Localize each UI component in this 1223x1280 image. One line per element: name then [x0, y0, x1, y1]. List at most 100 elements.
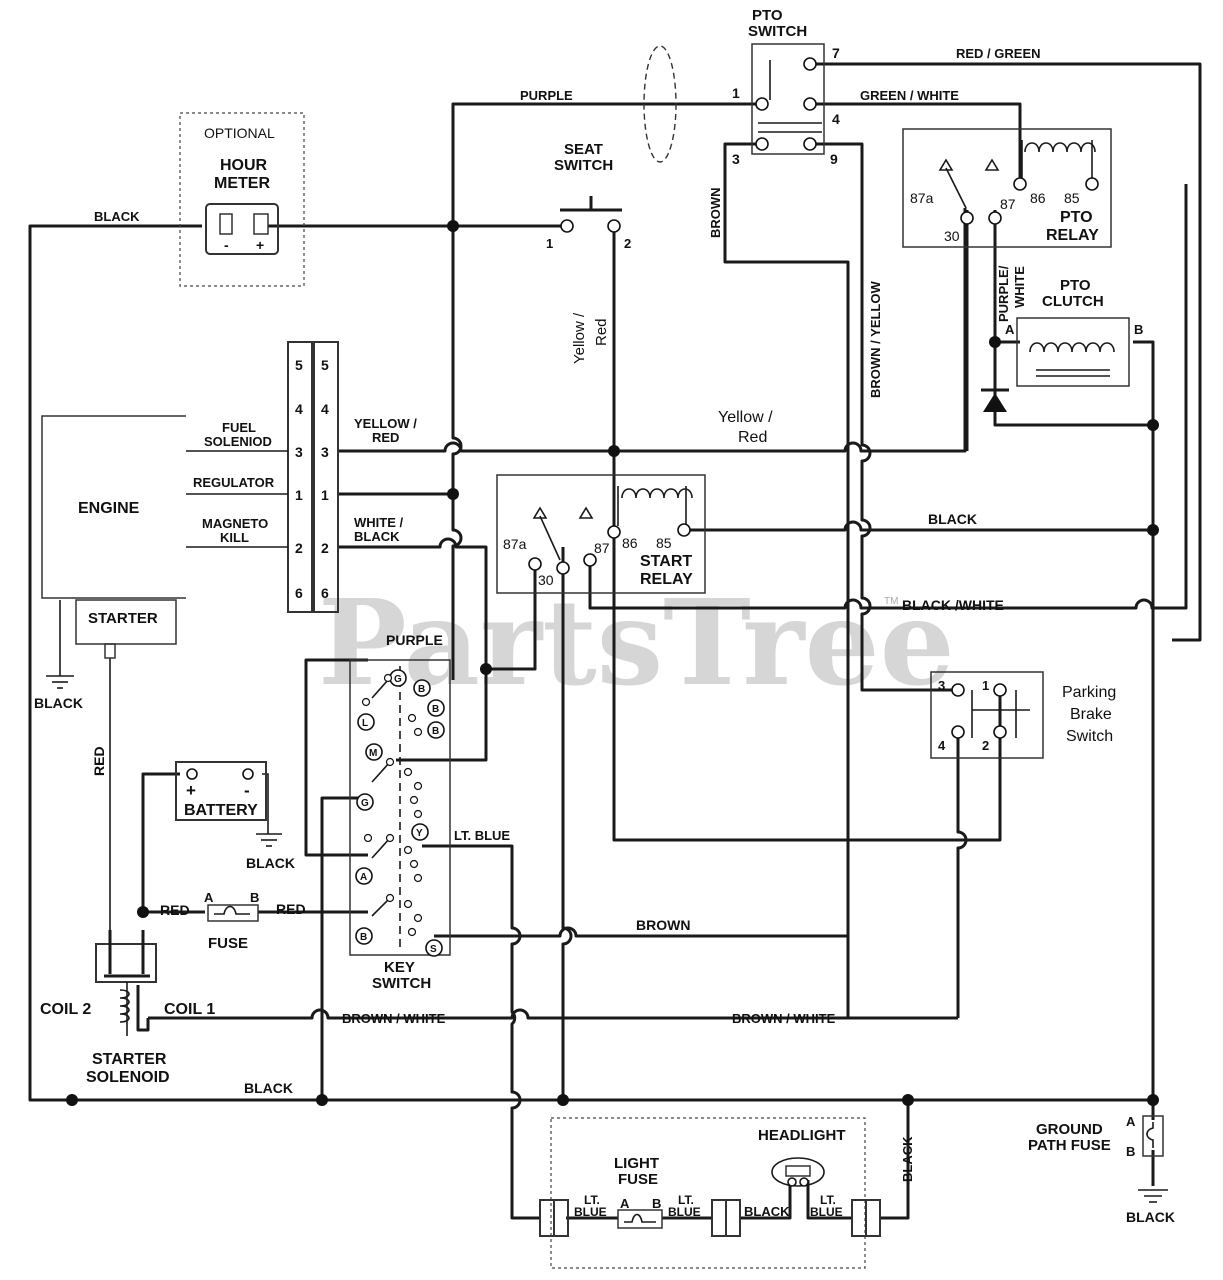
svg-text:B: B	[1134, 322, 1143, 337]
svg-text:A: A	[360, 872, 367, 883]
svg-text:FUEL: FUEL	[222, 420, 256, 435]
svg-text:4: 4	[295, 401, 303, 417]
svg-text:2: 2	[982, 738, 989, 753]
ground-path-fuse: A B GROUND PATH FUSE	[1028, 1114, 1168, 1203]
svg-text:1: 1	[982, 678, 989, 693]
svg-text:FUSE: FUSE	[618, 1171, 658, 1188]
svg-text:BLUE: BLUE	[810, 1205, 843, 1219]
svg-text:SWITCH: SWITCH	[554, 157, 613, 174]
svg-text:Y: Y	[416, 828, 423, 839]
svg-text:START: START	[640, 553, 692, 570]
svg-text:BLACK: BLACK	[900, 1136, 915, 1182]
svg-text:A: A	[204, 890, 214, 905]
svg-text:BROWN / WHITE: BROWN / WHITE	[342, 1011, 446, 1026]
svg-text:-: -	[244, 781, 250, 800]
svg-text:WHITE /: WHITE /	[354, 515, 403, 530]
svg-text:RELAY: RELAY	[1046, 227, 1099, 244]
svg-text:BLUE: BLUE	[668, 1205, 701, 1219]
svg-text:RED: RED	[160, 902, 190, 918]
svg-text:4: 4	[832, 111, 840, 127]
svg-text:3: 3	[321, 444, 329, 460]
svg-text:A: A	[1126, 1114, 1136, 1129]
svg-text:A: A	[620, 1196, 630, 1211]
svg-text:RED: RED	[91, 746, 107, 776]
svg-text:87: 87	[594, 540, 610, 556]
engine: ENGINE STARTER FUEL SOLENIOD REGULATOR M…	[41, 415, 275, 689]
svg-text:CLUTCH: CLUTCH	[1042, 293, 1104, 310]
svg-text:S: S	[430, 944, 437, 955]
svg-text:KEY: KEY	[384, 959, 415, 976]
battery: + - BATTERY	[175, 761, 282, 847]
svg-text:SEAT: SEAT	[564, 141, 603, 158]
svg-text:BLACK: BLACK	[1126, 1209, 1175, 1225]
svg-text:Yellow /: Yellow /	[718, 409, 773, 426]
svg-text:SOLENOID: SOLENOID	[86, 1069, 170, 1086]
svg-text:COIL 1: COIL 1	[164, 1001, 215, 1018]
svg-text:WHITE: WHITE	[1012, 266, 1027, 308]
parking-brake-switch: 3 1 4 2 Parking Brake Switch	[930, 671, 1116, 759]
svg-text:3: 3	[295, 444, 303, 460]
svg-text:GREEN / WHITE: GREEN / WHITE	[860, 88, 959, 103]
svg-text:BLACK /WHITE: BLACK /WHITE	[902, 597, 1004, 613]
svg-text:FUSE: FUSE	[208, 935, 248, 952]
svg-text:METER: METER	[214, 175, 270, 192]
hour-meter: OPTIONAL HOUR METER - +	[179, 112, 305, 287]
pto-switch: PTO SWITCH 7 1 4 3 9	[643, 7, 840, 167]
svg-text:YELLOW /: YELLOW /	[354, 416, 417, 431]
svg-text:2: 2	[321, 540, 329, 556]
svg-text:BLACK: BLACK	[354, 529, 400, 544]
watermark-tm: TM	[884, 596, 898, 607]
svg-text:6: 6	[295, 585, 303, 601]
svg-text:B: B	[360, 932, 367, 943]
svg-text:STARTER: STARTER	[92, 1051, 167, 1068]
svg-text:Brake: Brake	[1070, 706, 1112, 723]
svg-text:4: 4	[938, 738, 946, 753]
svg-text:BROWN / YELLOW: BROWN / YELLOW	[868, 281, 883, 398]
svg-text:RELAY: RELAY	[640, 571, 693, 588]
svg-text:30: 30	[538, 572, 554, 588]
svg-text:BLUE: BLUE	[574, 1205, 607, 1219]
svg-text:LT.: LT.	[678, 1193, 694, 1207]
svg-text:RED / GREEN: RED / GREEN	[956, 46, 1041, 61]
svg-text:PTO: PTO	[1060, 277, 1091, 294]
svg-text:B: B	[652, 1196, 661, 1211]
svg-text:SWITCH: SWITCH	[748, 23, 807, 40]
svg-text:BROWN / WHITE: BROWN / WHITE	[732, 1011, 836, 1026]
svg-text:87a: 87a	[910, 190, 934, 206]
svg-text:30: 30	[944, 228, 960, 244]
svg-text:B: B	[1126, 1144, 1135, 1159]
svg-text:COIL 2: COIL 2	[40, 1001, 91, 1018]
svg-text:85: 85	[1064, 190, 1080, 206]
svg-text:Red: Red	[738, 429, 767, 446]
svg-text:+: +	[186, 781, 196, 800]
svg-text:GROUND: GROUND	[1036, 1121, 1103, 1138]
svg-text:SWITCH: SWITCH	[372, 975, 431, 992]
svg-text:87: 87	[1000, 196, 1016, 212]
svg-text:B: B	[250, 890, 259, 905]
svg-text:BLACK: BLACK	[94, 209, 140, 224]
svg-text:BLACK: BLACK	[246, 855, 295, 871]
svg-text:Yellow /: Yellow /	[571, 312, 588, 364]
svg-text:Switch: Switch	[1066, 728, 1113, 745]
svg-text:B: B	[418, 684, 425, 695]
svg-text:85: 85	[656, 535, 672, 551]
start-relay: 87a 30 87 86 85 START RELAY	[496, 474, 706, 594]
svg-text:RED: RED	[372, 430, 399, 445]
svg-text:BLACK: BLACK	[928, 511, 977, 527]
fuse: A B FUSE	[204, 890, 259, 952]
svg-text:SOLENIOD: SOLENIOD	[204, 434, 272, 449]
svg-text:86: 86	[622, 535, 638, 551]
svg-text:BROWN: BROWN	[636, 917, 690, 933]
pto-relay: 87a 30 87 86 85 PTO RELAY	[902, 128, 1112, 248]
svg-text:PURPLE/: PURPLE/	[996, 265, 1011, 322]
svg-text:PATH FUSE: PATH FUSE	[1028, 1137, 1111, 1154]
svg-text:5: 5	[321, 357, 329, 373]
svg-text:1: 1	[546, 236, 553, 251]
svg-text:RED: RED	[276, 901, 306, 917]
svg-text:LT.: LT.	[820, 1193, 836, 1207]
svg-text:ENGINE: ENGINE	[78, 500, 140, 517]
svg-text:BATTERY: BATTERY	[184, 802, 258, 819]
svg-text:BLACK: BLACK	[34, 695, 83, 711]
svg-text:BLACK: BLACK	[744, 1204, 790, 1219]
